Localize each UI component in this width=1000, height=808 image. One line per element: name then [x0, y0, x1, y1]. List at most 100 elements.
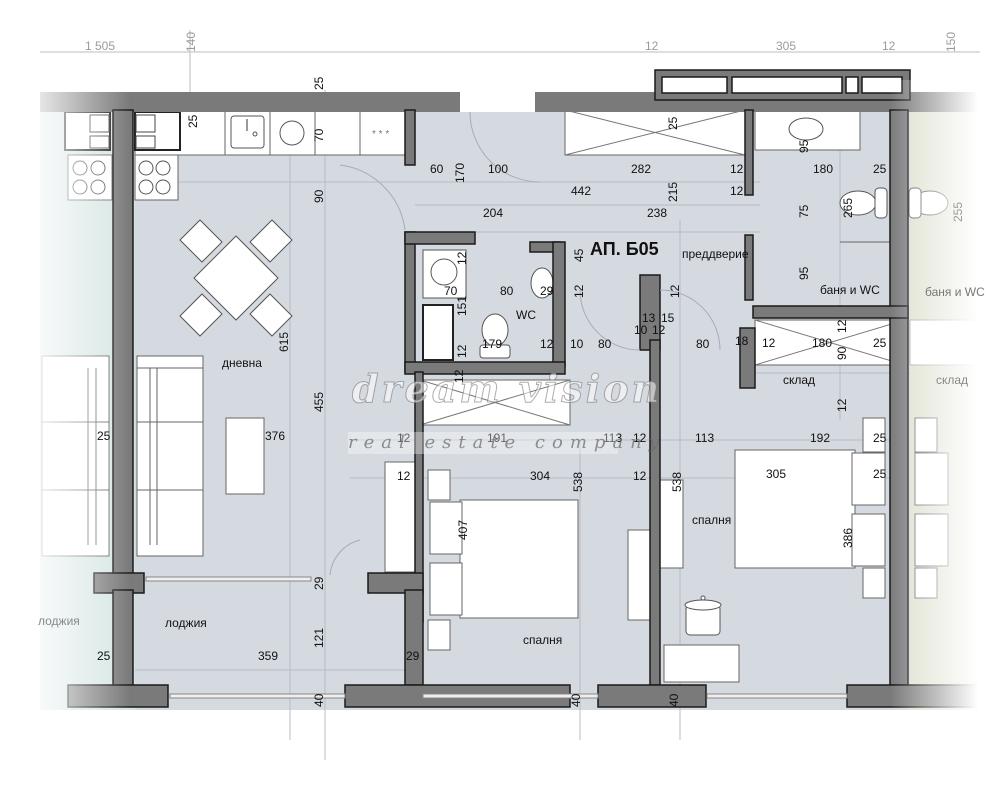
door-arcs: [329, 111, 721, 576]
dim-label: 95: [797, 139, 811, 153]
dim-label: 40: [569, 693, 583, 707]
watermark-tagline: real estate company: [348, 432, 666, 454]
dim-label: 100: [488, 162, 509, 176]
dim-label: 238: [647, 206, 668, 220]
dim-label: 25: [873, 162, 887, 176]
room-label-storage-neighbor: склад: [936, 373, 969, 387]
dim-label: 12: [397, 431, 411, 445]
room-label-storage: склад: [783, 373, 816, 387]
bedroom2-wardrobe: [659, 479, 684, 569]
dim-label: 95: [797, 266, 811, 280]
dim-label: 25: [666, 116, 680, 130]
dim-label: 179: [482, 337, 503, 351]
dim-top-150: 150: [944, 31, 958, 52]
watermark-logo: dream vision: [351, 366, 663, 412]
dim-label: 191: [487, 431, 508, 445]
dim-label: 113: [603, 431, 623, 445]
dim-label: 12: [652, 323, 666, 337]
dim-label: 75: [797, 204, 811, 218]
coffee-table: [225, 417, 265, 495]
dim-label: 25: [873, 431, 887, 445]
dim-label: 13: [642, 311, 656, 325]
room-label-bedroom1: спалня: [523, 633, 563, 647]
dim-label: 25: [186, 114, 200, 128]
dim-label: 538: [670, 471, 684, 492]
room-label-living: дневна: [222, 356, 262, 370]
dim-label: 10: [570, 337, 584, 351]
dim-label: 80: [696, 337, 710, 351]
dim-label: 12: [455, 251, 469, 265]
dim-label: 60: [430, 162, 444, 176]
svg-text:* * *: * * *: [372, 129, 389, 140]
bedroom1-wardrobe: [419, 379, 571, 426]
dim-label: 151: [455, 295, 469, 316]
room-label-hall: преддверие: [682, 247, 749, 261]
windows: [145, 576, 848, 699]
dim-label: 113: [695, 431, 715, 445]
left-fade: [0, 80, 130, 720]
dim-label: 386: [841, 527, 855, 548]
dim-label: 29: [540, 284, 554, 298]
dim-label: 255: [951, 201, 965, 222]
dim-label: 12: [762, 336, 776, 350]
dim-label: 215: [666, 181, 680, 202]
room-label-wc: WC: [516, 308, 536, 322]
dim-label: 455: [312, 391, 326, 412]
dim-top-1505: 1 505: [85, 39, 116, 53]
dim-label: 29: [406, 649, 420, 663]
dim-label: 25: [97, 649, 111, 663]
room-label-bath: баня и WC: [820, 283, 880, 297]
apartment-title: АП. Б05: [590, 239, 659, 259]
dim-label: 90: [835, 346, 849, 360]
dim-label: 70: [312, 128, 326, 142]
dim-label: 265: [841, 197, 855, 218]
dim-label: 282: [631, 162, 652, 176]
dim-label: 180: [812, 336, 833, 350]
dim-label: 12: [397, 469, 411, 483]
dim-label: 121: [312, 627, 326, 648]
dim-label: 12: [668, 284, 682, 298]
wc-fixtures: [422, 249, 554, 361]
dim-label: 359: [258, 649, 279, 663]
entrance-door-gap: [460, 92, 535, 112]
dim-label: 304: [530, 469, 551, 483]
dim-label: 12: [633, 431, 647, 445]
dim-label: 192: [810, 431, 831, 445]
dim-label: 45: [572, 248, 586, 262]
dim-top-305: 305: [776, 39, 797, 53]
dim-label: 29: [312, 576, 326, 590]
dim-top-12a: 12: [645, 39, 659, 53]
dim-label: 80: [598, 337, 612, 351]
bed-bedroom1: [427, 469, 579, 651]
dim-label: 376: [265, 429, 286, 443]
room-label-loggia-neighbor: лоджия: [38, 614, 80, 628]
dim-label: 12: [730, 184, 744, 198]
dim-label: 80: [500, 284, 514, 298]
dim-label: 305: [766, 467, 787, 481]
dim-label: 615: [277, 331, 291, 352]
dim-label: 40: [312, 693, 326, 707]
dim-label: 25: [97, 429, 111, 443]
dim-label: 12: [540, 337, 554, 351]
pot-icon: [684, 595, 722, 636]
dim-label: 204: [483, 206, 504, 220]
sofa: [136, 355, 204, 557]
kitchen-counter: * * *: [134, 109, 411, 201]
dim-label: 170: [453, 162, 467, 183]
dim-label: 25: [873, 336, 887, 350]
room-label-loggia: лоджия: [165, 616, 207, 630]
dining-table: [179, 219, 293, 337]
dim-label: 442: [571, 184, 592, 198]
room-label-bedroom2: спалня: [692, 513, 732, 527]
dim-label: 407: [456, 519, 470, 540]
dim-label: 12: [835, 319, 849, 333]
dim-label: 25: [873, 467, 887, 481]
dim-label: 12: [633, 469, 647, 483]
room-label-bath-neighbor: баня и WC: [925, 285, 985, 299]
dim-top-12b: 12: [882, 39, 896, 53]
dim-label: 12: [835, 398, 849, 412]
dim-label: 180: [813, 162, 834, 176]
dim-label: 12: [572, 284, 586, 298]
dim-label: 15: [661, 311, 675, 325]
